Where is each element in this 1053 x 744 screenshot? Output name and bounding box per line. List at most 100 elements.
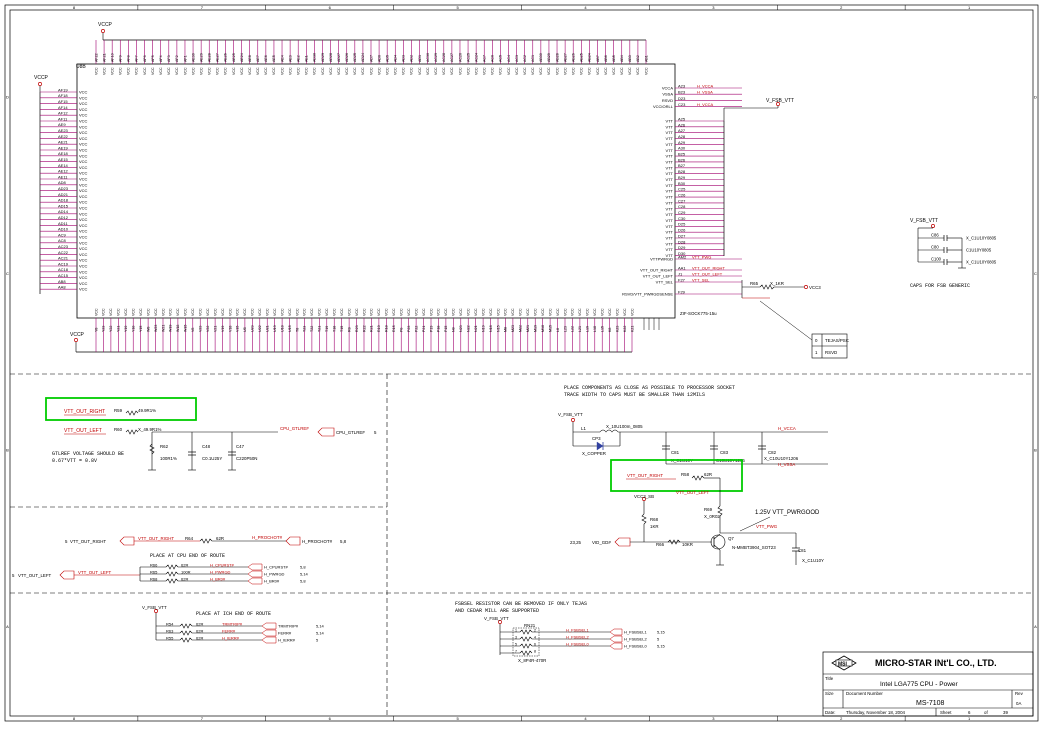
cpu-vtt-pin-number: C26 — [678, 192, 686, 197]
cpu-top-pin-name: VCC — [102, 67, 106, 75]
cpu-top-pin-name: VCC — [191, 67, 195, 75]
cpu-left-pin-name: VCC — [79, 182, 88, 187]
row-label: C — [1034, 271, 1037, 276]
cpu-left-pin-name: VCC — [79, 90, 88, 95]
cpu-vtt-pin-number: B25 — [678, 152, 686, 157]
cpu-bottom-pin-name: VCC — [511, 308, 515, 316]
cpu-body — [76, 63, 676, 319]
cpu-vtt-pin-number: B26 — [678, 157, 686, 162]
column-label: 4 — [584, 5, 587, 10]
cpu-left-pin-number: AC23 — [58, 244, 69, 249]
cpu-bottom-pin-number: V15 — [236, 326, 240, 332]
column-label: 1 — [968, 5, 971, 10]
cpu-top-pin-number: AF4 — [159, 55, 163, 62]
cpu-top-pin-name: VCC — [418, 67, 422, 75]
fsbsel-rn-body — [512, 627, 540, 657]
fsbsel-resistor — [519, 643, 533, 649]
cpu-left-pin-number: AF12 — [58, 111, 68, 116]
vcca-l1-ref: L1 — [581, 426, 586, 431]
table-r0-b: TEJAS/PSC — [825, 338, 849, 343]
cpu-top-pin-number: AD29 — [321, 53, 325, 62]
cpu-vtt-pin-name: VTT — [665, 230, 673, 235]
cpu-vtt-pin-number: B29 — [678, 175, 686, 180]
cpu-end-resistor — [165, 564, 179, 570]
cpu-bottom-pin-number: L22 — [571, 326, 575, 332]
cpu-bottom-pin-name: VCC — [124, 308, 128, 316]
cpu-bottom-pin-number: R8 — [347, 327, 351, 332]
cpu-bottom-pin-name: VCC — [489, 308, 493, 316]
table-r1-b: RSVD — [825, 350, 837, 355]
vcca-l1-val: X_10U100m_0805 — [606, 424, 643, 429]
prochot-page: 5 — [65, 539, 68, 544]
cpu-left-pin-name: VCC — [79, 119, 88, 124]
cpu-top-pin-name: VCC — [377, 67, 381, 75]
cpu-top-pin-number: AD30 — [313, 53, 317, 62]
cpu-top-pin-name: VCC — [507, 67, 511, 75]
gtlref-r1-ref: R59 — [114, 408, 123, 413]
fsbsel-rn-val: X_8P4R-470R — [518, 658, 546, 663]
cpu-vtt-pin-name: VTT — [665, 224, 673, 229]
cpu-bottom-pin-number: M19 — [534, 325, 538, 332]
cpu-special-pin-name: VCCIORLL — [653, 104, 674, 109]
pwrgood-title: 1.25V VTT_PWRGOOD — [755, 510, 820, 516]
gtlref-r3-ref: R62 — [160, 444, 169, 449]
cpu-top-pin-number: AD4 — [394, 55, 398, 62]
cpu-vtt-pin-name: VTT — [665, 119, 673, 124]
cpu-left-pin-number: AF19 — [58, 87, 68, 92]
row-label: A — [6, 624, 9, 629]
cpu-top-pin-name: VCC — [135, 67, 139, 75]
cpu-top-pin-name: VCC — [369, 67, 373, 75]
fsbsel-page: 5,15 — [657, 630, 666, 635]
vcca-cp-val: X_COPPER — [582, 451, 606, 456]
cpu-top-pin-number: AF9 — [119, 55, 123, 62]
cpu-bottom-pin-number: W18 — [176, 325, 180, 332]
cpu-end-page: 5,8 — [300, 565, 306, 570]
cpu-top-pin-name: VCC — [199, 67, 203, 75]
column-label: 1 — [968, 716, 971, 721]
cpu-bottom-pin-number: K23 — [615, 326, 619, 332]
cpu-top-pin-name: VCC — [644, 67, 648, 75]
fsbsel-page: 5 — [657, 637, 660, 642]
cpu-special-pin-number: D23 — [678, 96, 686, 101]
fsbsel-pin-right: 4 — [534, 635, 536, 639]
ich-end-r-ref: R54 — [166, 621, 174, 626]
cpu-top-pin-number: AF10 — [110, 53, 114, 62]
cpu-bottom-pin-number: L23 — [563, 326, 567, 332]
cpu-bottom-pin-name: VCC — [593, 308, 597, 316]
cpu-top-pin-number: AB4 — [620, 55, 624, 62]
cpu-bottom-pin-number: W8 — [146, 327, 150, 332]
cpu-top-pin-name: VCC — [119, 67, 123, 75]
cpu-top-pin-number: AC6 — [491, 55, 495, 62]
cpu-vtt-pin-name: VTT — [665, 247, 673, 252]
cpu-bottom-pin-number: U15 — [288, 325, 292, 332]
cpu-top-pin-name: VCC — [604, 67, 608, 75]
cpu-top-pin-number: AB25 — [580, 53, 584, 62]
docnum-label: Document Number — [846, 691, 883, 696]
pwrgood-q-val: N-MMBT3904_SOT23 — [732, 545, 776, 550]
ich-end-r-ref: R63 — [166, 628, 174, 633]
cpu-bottom-pin-name: VCC — [199, 308, 203, 316]
row-label: A — [1034, 624, 1037, 629]
cpu-vtt-pin-number: A29 — [678, 140, 686, 145]
cpu-end-net: H_CPURST# — [210, 562, 235, 567]
cpu-top-pin-name: VCC — [410, 67, 414, 75]
cpu-top-pin-name: VCC — [499, 67, 503, 75]
cpu-left-pin-name: VCC — [79, 148, 88, 153]
cpu-top-pin-name: VCC — [628, 67, 632, 75]
vccp-bottom-label: VCCP — [70, 332, 85, 338]
cpu-top-pin-number: AC3 — [515, 55, 519, 62]
cpu-top-pin-number: AE24 — [240, 53, 244, 62]
cpu-top-pin-name: VCC — [208, 67, 212, 75]
cpu-end-label: H_BR0# — [264, 579, 280, 584]
cpu-left-pin-number: AC18 — [58, 267, 69, 272]
cpu-top-pin-number: AB3 — [628, 55, 632, 62]
cpu-left-pin-name: VCC — [79, 240, 88, 245]
cpu-top-pin-number: AE4 — [280, 55, 284, 62]
cpu-left-pin-number: AE18 — [58, 151, 69, 156]
cpu-bottom-pin-name: VCC — [109, 308, 113, 316]
ich-end-r-val: 62R — [196, 635, 203, 640]
ich-end-page: 5,14 — [316, 624, 325, 629]
fsbsel-note2: AND CEDAR MILL ARE SUPPORTED — [455, 608, 539, 614]
